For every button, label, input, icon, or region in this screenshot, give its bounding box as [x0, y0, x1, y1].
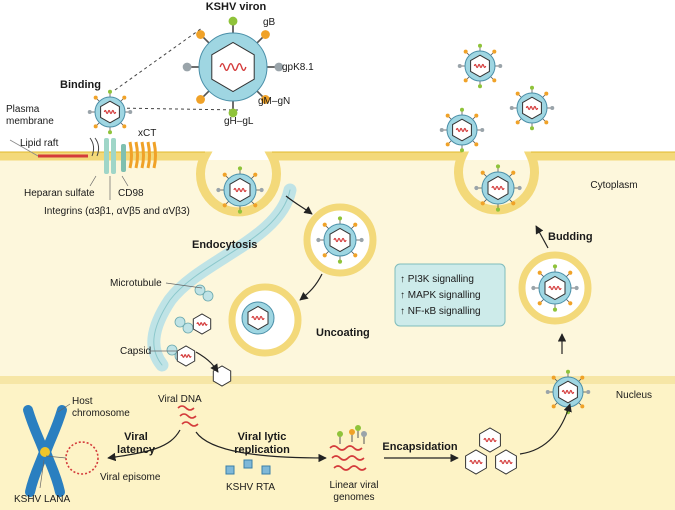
label-nfkb: ↑ NF-κB signalling	[400, 306, 481, 317]
label-uncoating: Uncoating	[316, 327, 370, 339]
signalling-box	[394, 263, 506, 327]
label-xct: xCT	[138, 128, 156, 139]
label-heparan-sulfate: Heparan sulfate	[24, 188, 95, 199]
arrow-budding	[535, 225, 549, 249]
new-capsid-1	[479, 427, 501, 453]
binding-virion	[87, 89, 133, 135]
label-cd98: CD98	[118, 188, 144, 199]
integrin-receptor	[104, 138, 116, 174]
label-plasma: Plasma	[6, 104, 40, 115]
new-capsid-2	[465, 449, 487, 475]
label-cytoplasm: Cytoplasm	[590, 180, 637, 191]
label-endocytosis: Endocytosis	[192, 239, 257, 251]
budding-virion	[474, 164, 522, 212]
label-viral-episome: Viral episome	[100, 472, 161, 483]
capsid-transported	[176, 345, 196, 367]
label-nucleus: Nucleus	[616, 390, 652, 401]
label-microtubule: Microtubule	[110, 278, 162, 289]
label-latency: latency	[117, 444, 156, 456]
heparan-sulfate-receptor	[89, 137, 100, 157]
label-gh-gl: gH–gL	[224, 116, 254, 127]
label-pi3k: ↑ PI3K signalling	[400, 274, 474, 285]
label-binding: Binding	[60, 79, 101, 91]
released-virion-2	[509, 85, 555, 131]
capsid-on-microtubule	[192, 313, 212, 335]
label-gm-gn: gM–gN	[258, 96, 290, 107]
label-viral-lytic: Viral lytic	[238, 431, 287, 443]
label-kshv-lana: KSHV LANA	[14, 494, 70, 505]
arrow-to-nuclear-egress	[519, 403, 572, 455]
label-host: Host	[72, 396, 93, 407]
arrow-endocytosis	[285, 195, 313, 215]
nuclear-envelope	[0, 376, 675, 384]
kshv-virion-detail	[182, 16, 284, 118]
arrow-capsid-to-nucleus	[195, 351, 219, 373]
cd98-receptor	[121, 144, 126, 172]
lytic-glycoproteins	[337, 425, 367, 444]
arrow-dna-to-lytic	[195, 431, 327, 463]
endocytosing-virion	[216, 166, 264, 214]
label-genomes: genomes	[333, 492, 374, 503]
label-viral: Viral	[124, 431, 148, 443]
uncoating-virion	[241, 301, 275, 335]
new-capsid-3	[495, 449, 517, 475]
arrow-vesicle-to-uncoating	[299, 273, 323, 301]
vesicle-virion	[316, 216, 364, 264]
label-replication: replication	[234, 444, 290, 456]
plasma-membrane	[0, 151, 675, 217]
label-chromosome: chromosome	[72, 408, 130, 419]
label-viral-dna: Viral DNA	[158, 394, 202, 405]
label-membrane: membrane	[6, 116, 54, 127]
label-lipid-raft: Lipid raft	[20, 138, 59, 149]
label-integrins: Integrins (α3β1, αVβ5 and αVβ3)	[44, 206, 190, 217]
arrow-dna-to-latency	[107, 429, 181, 462]
label-kshv-rta: KSHV RTA	[226, 482, 275, 493]
label-linear-viral: Linear viral	[330, 480, 379, 491]
label-gpk81: gpK8.1	[282, 62, 314, 73]
released-virion-1	[457, 43, 503, 89]
label-encapsidation: Encapsidation	[382, 441, 457, 453]
released-virion-3	[439, 107, 485, 153]
kshv-rta-proteins	[225, 459, 271, 475]
xct-transporter	[128, 141, 157, 169]
label-budding: Budding	[548, 231, 593, 243]
lana-tether	[40, 447, 50, 457]
vesicle-budding-virion	[531, 264, 579, 312]
label-mapk: ↑ MAPK signalling	[400, 290, 481, 301]
kshv-virion-title: KSHV viron	[206, 1, 267, 13]
label-capsid: Capsid	[120, 346, 151, 357]
host-chromosome	[23, 405, 67, 497]
viral-dna-strand	[177, 405, 199, 427]
label-gb: gB	[263, 17, 276, 28]
linear-viral-genomes	[329, 445, 367, 471]
nuclear-egress-virion	[545, 369, 591, 415]
